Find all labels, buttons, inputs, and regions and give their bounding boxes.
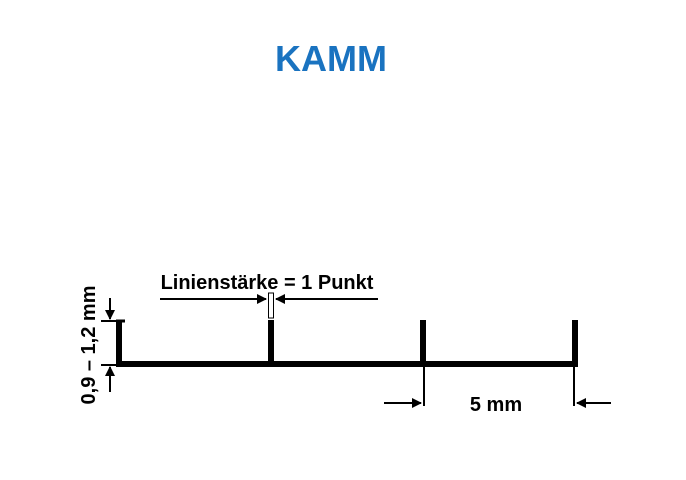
- diagram-title: KAMM: [275, 38, 387, 79]
- line-width-label: Linienstärke = 1 Punkt: [161, 272, 374, 294]
- tooth-spacing-label: 5 mm: [470, 394, 522, 416]
- tooth-height-label: 0,9 – 1,2 mm: [78, 286, 100, 405]
- line-width-marker: [268, 292, 274, 319]
